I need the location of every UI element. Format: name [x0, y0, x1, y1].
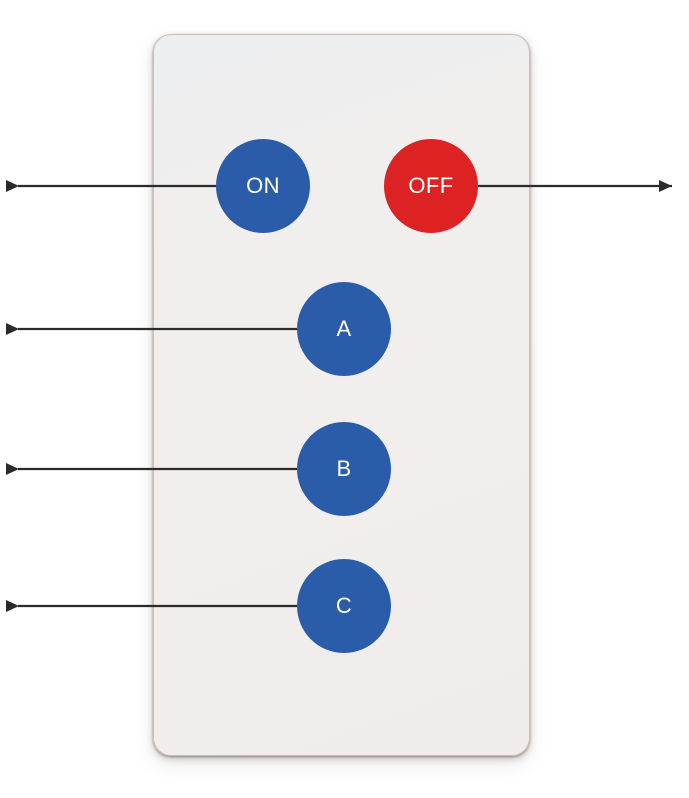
channel-a-button[interactable]: A: [297, 282, 391, 376]
channel-c-button[interactable]: C: [297, 559, 391, 653]
channel-b-button[interactable]: B: [297, 422, 391, 516]
power-on-button-label: ON: [246, 173, 280, 198]
power-off-button[interactable]: OFF: [384, 139, 478, 233]
power-off-button-label: OFF: [408, 173, 454, 198]
channel-a-button-label: A: [336, 316, 352, 341]
power-on-button[interactable]: ON: [216, 139, 310, 233]
channel-c-button-label: C: [335, 593, 353, 618]
channel-b-button-label: B: [336, 456, 352, 481]
